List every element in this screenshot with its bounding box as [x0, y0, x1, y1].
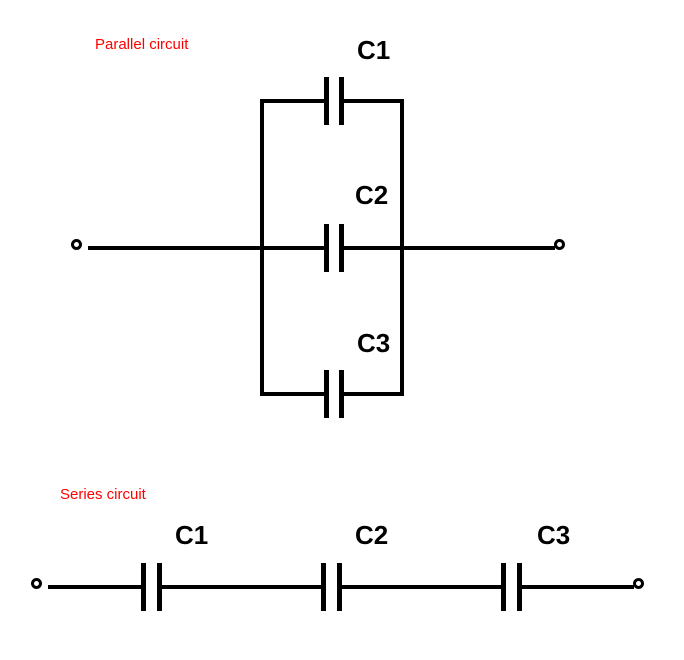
terminal-node-left: [31, 578, 42, 589]
capacitor-plate-right-parallel-c1: [339, 77, 344, 125]
capacitor-plate-left-series-c3: [501, 563, 506, 611]
wire-branch-top-right: [344, 99, 404, 103]
capacitor-label-parallel-c2: C2: [355, 180, 389, 210]
terminal-node-left: [71, 239, 82, 250]
capacitor-label-series-c1: C1: [175, 520, 209, 550]
wire-segment-2: [162, 585, 321, 589]
capacitor-plate-right-series-c3: [517, 563, 522, 611]
wire-branch-bottom-left: [260, 392, 324, 396]
capacitor-label-parallel-c1: C1: [357, 35, 391, 65]
capacitor-plate-right-series-c1: [157, 563, 162, 611]
parallel-circuit-title: Parallel circuit: [95, 36, 189, 53]
terminal-node-right: [633, 578, 644, 589]
capacitor-label-series-c2: C2: [355, 520, 389, 550]
capacitor-plate-left-parallel-c2: [324, 224, 329, 272]
wire-rail-right: [400, 99, 404, 396]
wire-main-right: [344, 246, 555, 250]
capacitor-plate-left-parallel-c3: [324, 370, 329, 418]
wire-rail-left: [260, 99, 264, 396]
wire-segment-1: [48, 585, 141, 589]
wire-branch-bottom-right: [344, 392, 404, 396]
capacitor-plate-left-series-c1: [141, 563, 146, 611]
capacitor-label-parallel-c3: C3: [357, 328, 391, 358]
capacitor-plate-left-series-c2: [321, 563, 326, 611]
capacitor-label-series-c3: C3: [537, 520, 571, 550]
capacitor-plate-right-parallel-c2: [339, 224, 344, 272]
wire-main-left: [88, 246, 324, 250]
wire-segment-3: [342, 585, 501, 589]
series-circuit-title: Series circuit: [60, 486, 146, 503]
capacitor-plate-right-parallel-c3: [339, 370, 344, 418]
capacitor-plate-right-series-c2: [337, 563, 342, 611]
capacitor-plate-left-parallel-c1: [324, 77, 329, 125]
terminal-node-right: [554, 239, 565, 250]
wire-segment-4: [522, 585, 634, 589]
wire-branch-top-left: [260, 99, 324, 103]
